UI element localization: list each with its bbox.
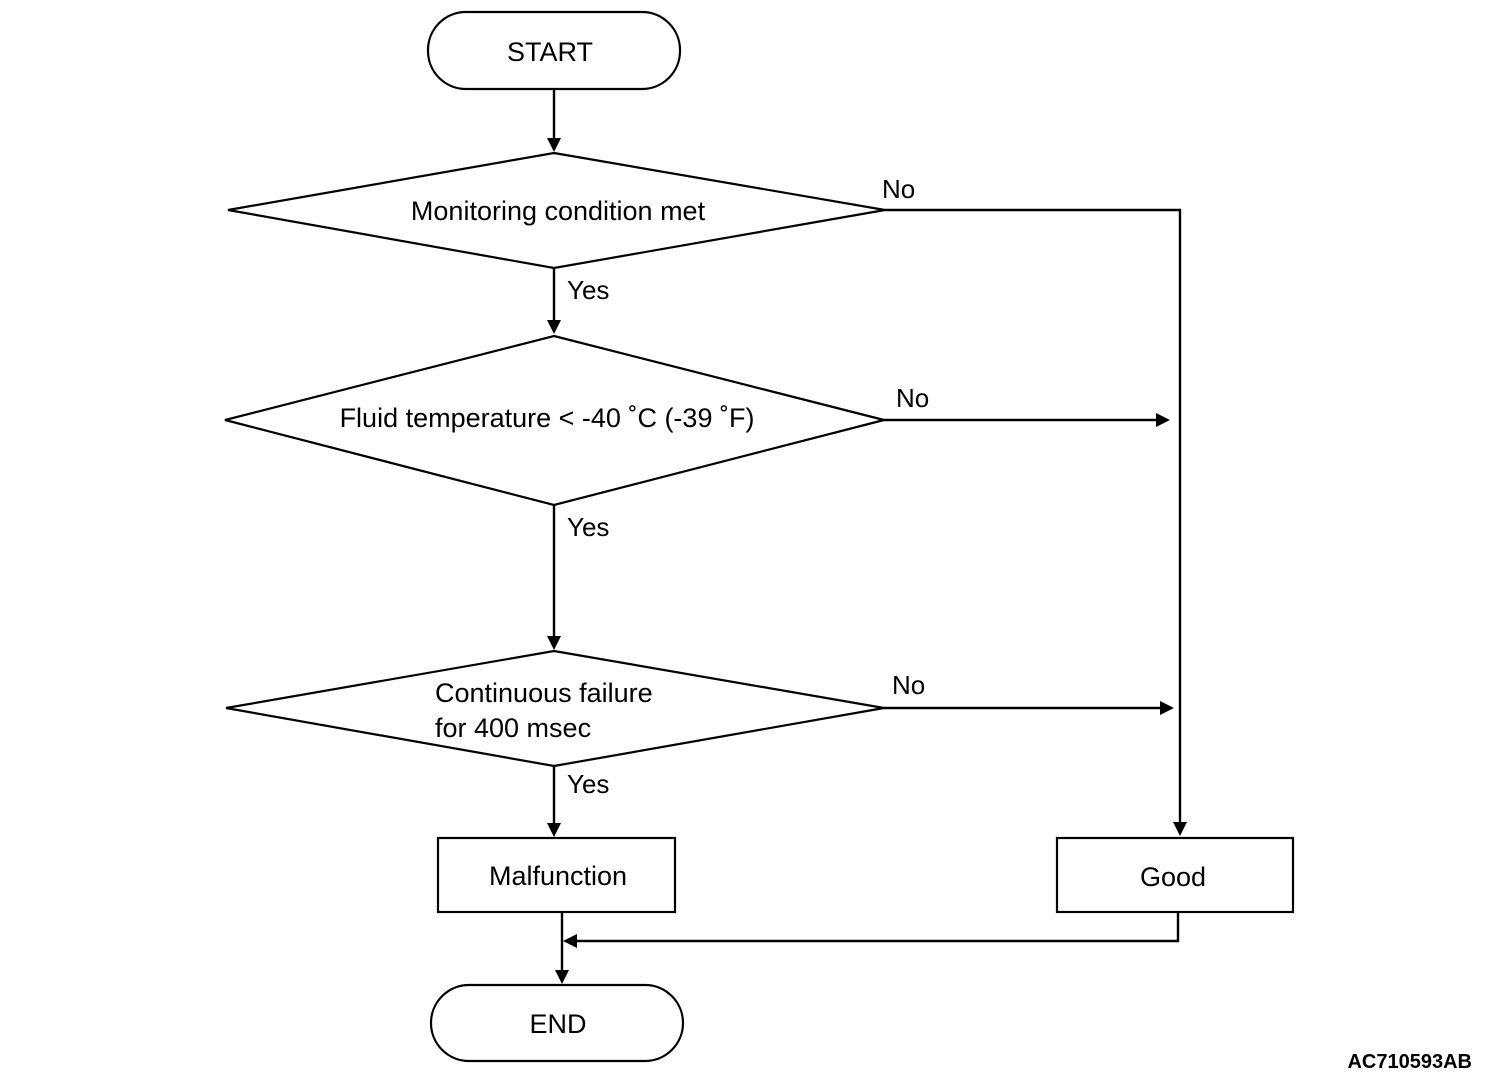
arrowhead-end	[555, 970, 569, 984]
decision-monitoring-condition: Monitoring condition met	[227, 151, 886, 270]
end-label: END	[529, 1009, 586, 1039]
arrowhead-malfunction	[547, 823, 561, 837]
end-terminal: END	[429, 983, 685, 1063]
decision-2-label: Fluid temperature < -40 ˚C (-39 ˚F)	[340, 403, 755, 433]
arrowhead-good	[1173, 822, 1187, 836]
start-label: START	[507, 37, 593, 67]
arrowhead-d1	[547, 138, 561, 152]
connector-d1-no-to-good	[885, 208, 1182, 825]
arrowhead-d2	[547, 320, 561, 334]
decision-1-yes-label: Yes	[567, 275, 609, 305]
decision-continuous-failure: Continuous failure for 400 msec	[225, 649, 885, 768]
decision-2-no-label: No	[896, 383, 929, 413]
decision-1-no-label: No	[882, 174, 915, 204]
start-terminal: START	[426, 10, 682, 91]
decision-2-yes-label: Yes	[567, 512, 609, 542]
malfunction-label: Malfunction	[489, 861, 627, 891]
arrowhead-d2-no	[1156, 413, 1170, 427]
connector-good-to-end	[575, 912, 1180, 943]
decision-3-label-line-2: for 400 msec	[435, 713, 591, 743]
decision-fluid-temperature: Fluid temperature < -40 ˚C (-39 ˚F)	[224, 334, 885, 507]
decision-3-yes-label: Yes	[567, 769, 609, 799]
good-box: Good	[1055, 836, 1295, 914]
arrowhead-d3-no	[1160, 701, 1174, 715]
decision-3-no-label: No	[892, 670, 925, 700]
decision-3-label-line-1: Continuous failure	[435, 678, 653, 708]
figure-code: AC710593AB	[1347, 1051, 1472, 1073]
malfunction-box: Malfunction	[436, 836, 677, 914]
arrowhead-merge	[563, 934, 577, 948]
arrowhead-d3	[547, 636, 561, 650]
good-label: Good	[1140, 862, 1206, 892]
decision-1-label: Monitoring condition met	[411, 196, 706, 226]
